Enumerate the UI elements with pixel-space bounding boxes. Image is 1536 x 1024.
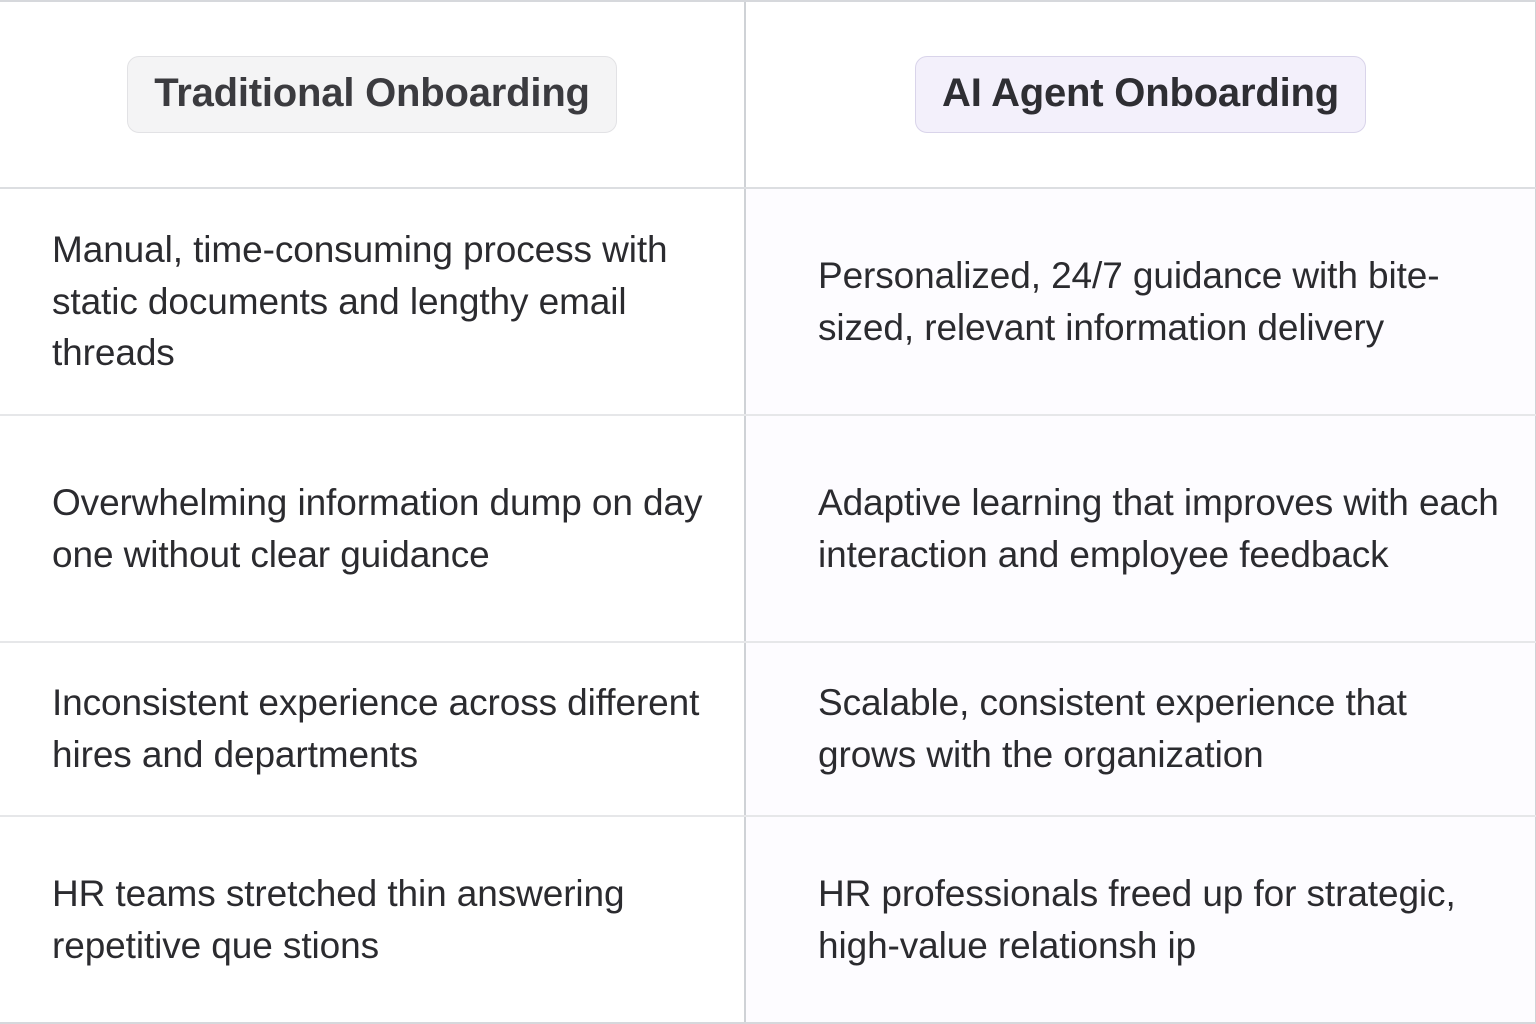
table-body: Manual, time-consuming process with stat… bbox=[0, 188, 1536, 1022]
cell-traditional-0: Manual, time-consuming process with stat… bbox=[0, 188, 746, 416]
header-row: Traditional Onboarding AI Agent Onboardi… bbox=[0, 2, 1536, 189]
cell-text: Personalized, 24/7 guidance with bite-si… bbox=[818, 254, 1440, 348]
cell-traditional-3: HR teams stretched thin answering repeti… bbox=[0, 816, 746, 1022]
cell-text: Overwhelming information dump on day one… bbox=[52, 481, 703, 575]
ai-agent-onboarding-badge: AI Agent Onboarding bbox=[915, 56, 1366, 133]
table-header: Traditional Onboarding AI Agent Onboardi… bbox=[0, 2, 1536, 189]
column-header-ai-agent: AI Agent Onboarding bbox=[745, 2, 1536, 189]
cell-ai-agent-3: HR professionals freed up for strategic,… bbox=[745, 816, 1536, 1022]
table-row: HR teams stretched thin answering repeti… bbox=[0, 816, 1536, 1022]
cell-text: Inconsistent experience across different… bbox=[52, 682, 700, 775]
cell-ai-agent-0: Personalized, 24/7 guidance with bite-si… bbox=[745, 188, 1536, 416]
table-row: Inconsistent experience across different… bbox=[0, 642, 1536, 817]
cell-text: HR teams stretched thin answering repeti… bbox=[52, 872, 625, 966]
table-row: Overwhelming information dump on day one… bbox=[0, 415, 1536, 643]
cell-ai-agent-2: Scalable, consistent experience that gro… bbox=[745, 642, 1536, 817]
cell-traditional-2: Inconsistent experience across different… bbox=[0, 642, 746, 817]
cell-traditional-1: Overwhelming information dump on day one… bbox=[0, 415, 746, 643]
table-row: Manual, time-consuming process with stat… bbox=[0, 188, 1536, 416]
cell-text: HR professionals freed up for strategic,… bbox=[818, 872, 1456, 966]
cell-text: Scalable, consistent experience that gro… bbox=[818, 682, 1407, 775]
cell-ai-agent-1: Adaptive learning that improves with eac… bbox=[745, 415, 1536, 643]
cell-text: Manual, time-consuming process with stat… bbox=[52, 228, 668, 374]
cell-text: Adaptive learning that improves with eac… bbox=[818, 481, 1499, 575]
traditional-onboarding-badge: Traditional Onboarding bbox=[127, 56, 617, 133]
column-header-traditional: Traditional Onboarding bbox=[0, 2, 746, 189]
